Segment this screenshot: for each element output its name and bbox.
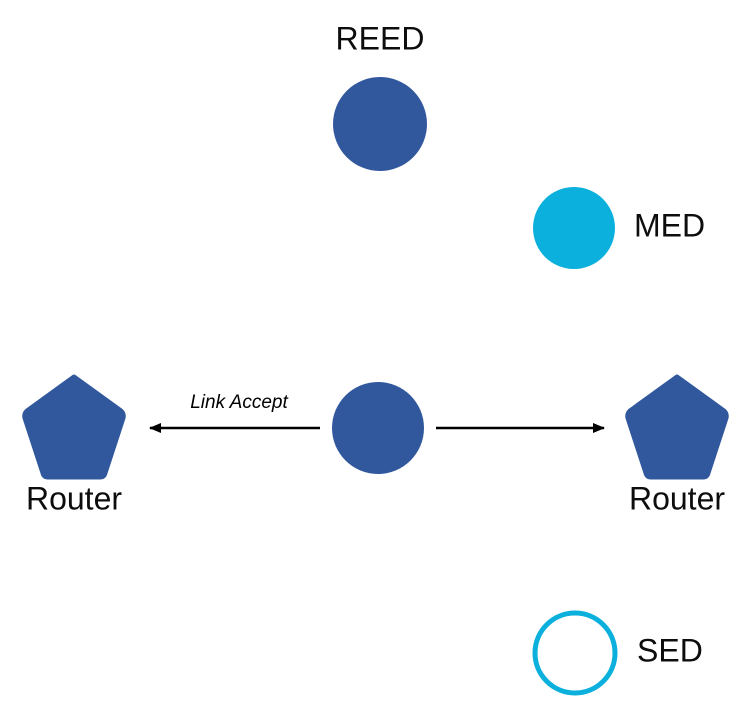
node-leader[interactable]: [332, 382, 424, 474]
med-label: MED: [634, 207, 705, 243]
sed-circle-outline-icon: [532, 610, 618, 696]
node-reed[interactable]: REED: [333, 20, 427, 171]
sed-label: SED: [637, 632, 703, 668]
med-circle-icon: [533, 187, 615, 269]
node-router-left[interactable]: Router: [22, 374, 126, 516]
node-router-right[interactable]: Router: [625, 374, 729, 516]
reed-label: REED: [336, 20, 425, 56]
link-accept-label: Link Accept: [190, 392, 288, 413]
node-sed[interactable]: SED: [532, 610, 703, 696]
router-left-label: Router: [26, 480, 122, 516]
edge-link-accept: Link Accept: [149, 392, 320, 433]
leader-circle-icon: [332, 382, 424, 474]
router-right-label: Router: [629, 480, 725, 516]
reed-circle-icon: [333, 77, 427, 171]
router-right-pentagon-icon: [625, 374, 729, 480]
node-med[interactable]: MED: [533, 187, 705, 269]
router-left-pentagon-icon: [22, 374, 126, 480]
